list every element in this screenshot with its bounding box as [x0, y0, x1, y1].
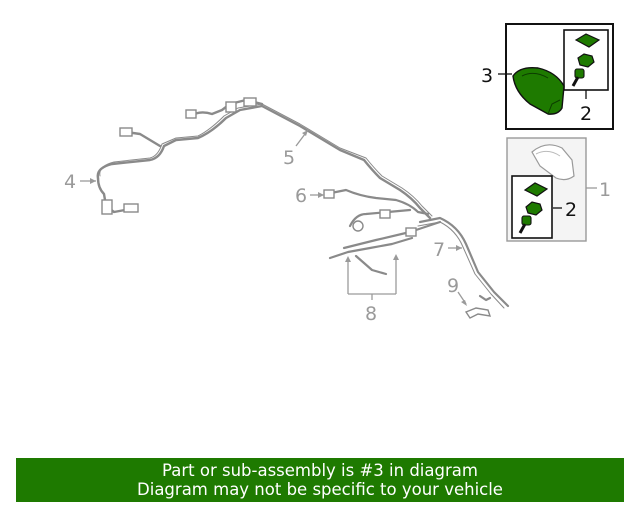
callout-8-bracket — [347, 256, 397, 300]
callout-2-top: 2 — [580, 103, 592, 125]
antenna-gasket-icon — [574, 33, 601, 48]
callout-8: 8 — [365, 303, 377, 325]
harness-cable-5[interactable] — [96, 98, 433, 220]
cable-8[interactable] — [328, 236, 414, 276]
callout-6: 6 — [295, 185, 307, 207]
callout-2-bottom: 2 — [565, 199, 577, 221]
cable-7[interactable] — [417, 216, 510, 309]
info-banner: Part or sub-assembly is #3 in diagram Di… — [16, 458, 624, 502]
antenna-bolt-icon — [571, 68, 585, 87]
callout-7: 7 — [433, 239, 445, 261]
antenna-assembly-outline — [531, 144, 575, 181]
callout-5: 5 — [283, 147, 295, 169]
bracket-9[interactable] — [464, 307, 492, 319]
antenna-nut-icon — [577, 53, 595, 68]
cable-6[interactable] — [324, 188, 442, 250]
callout-3: 3 — [481, 65, 493, 87]
callout-1: 1 — [599, 179, 611, 201]
harness-connectors — [101, 97, 257, 215]
banner-line-1: Part or sub-assembly is #3 in diagram — [162, 461, 478, 480]
banner-line-2: Diagram may not be specific to your vehi… — [137, 480, 503, 499]
callout-4: 4 — [64, 171, 76, 193]
callout-9: 9 — [447, 275, 459, 297]
shark-fin-antenna[interactable] — [512, 66, 565, 115]
